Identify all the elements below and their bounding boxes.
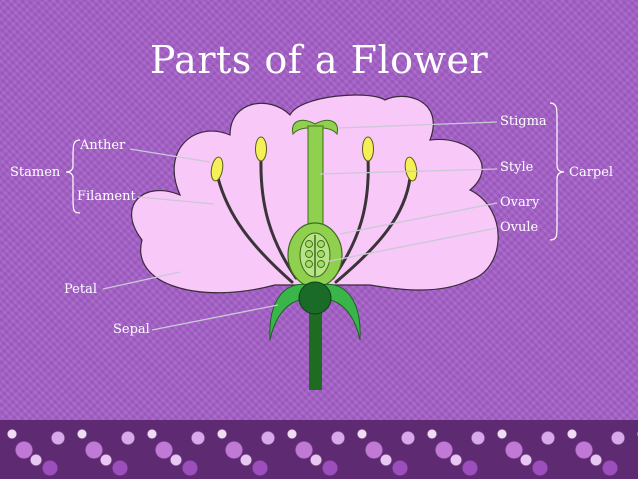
label-stamen: Stamen <box>10 165 61 180</box>
pointer-anther <box>129 148 211 163</box>
pointer-style <box>319 168 498 175</box>
slide-title: Parts of a Flower <box>149 38 489 82</box>
ovule-5 <box>305 260 313 268</box>
ovules <box>305 240 325 268</box>
label-carpel: Carpel <box>569 165 614 180</box>
pointer-petal <box>102 271 181 290</box>
stamen-brace <box>65 139 81 214</box>
anther-1 <box>210 156 224 182</box>
anther-4 <box>404 156 418 182</box>
pointer-sepal <box>151 304 279 331</box>
anther-3 <box>362 136 374 162</box>
pointer-ovule <box>324 227 498 263</box>
style <box>307 125 324 227</box>
filament-2 <box>259 156 298 280</box>
pointer-filament <box>137 196 215 205</box>
ovule-3 <box>305 250 313 258</box>
flower-border-strip <box>0 420 638 479</box>
ovule-1 <box>305 240 313 248</box>
filament-4 <box>334 176 412 284</box>
label-ovule: Ovule <box>500 220 539 235</box>
label-petal: Petal <box>64 282 97 297</box>
label-sepal: Sepal <box>113 322 150 337</box>
pointer-ovary <box>339 202 498 235</box>
ovule-2 <box>317 240 325 248</box>
label-stigma: Stigma <box>500 114 547 129</box>
anther-2 <box>255 136 267 162</box>
label-style: Style <box>500 160 534 175</box>
label-filament: Filament <box>77 189 136 204</box>
ovule-4 <box>317 250 325 258</box>
ovule-6 <box>317 260 325 268</box>
carpel-brace <box>549 102 565 241</box>
pointer-stigma <box>337 121 498 129</box>
pointer-lines <box>102 121 498 331</box>
label-ovary: Ovary <box>500 195 540 210</box>
anthers <box>210 136 418 182</box>
filament-1 <box>216 176 294 284</box>
label-anther: Anther <box>80 138 126 153</box>
receptacle <box>298 281 332 315</box>
stem <box>309 300 322 390</box>
